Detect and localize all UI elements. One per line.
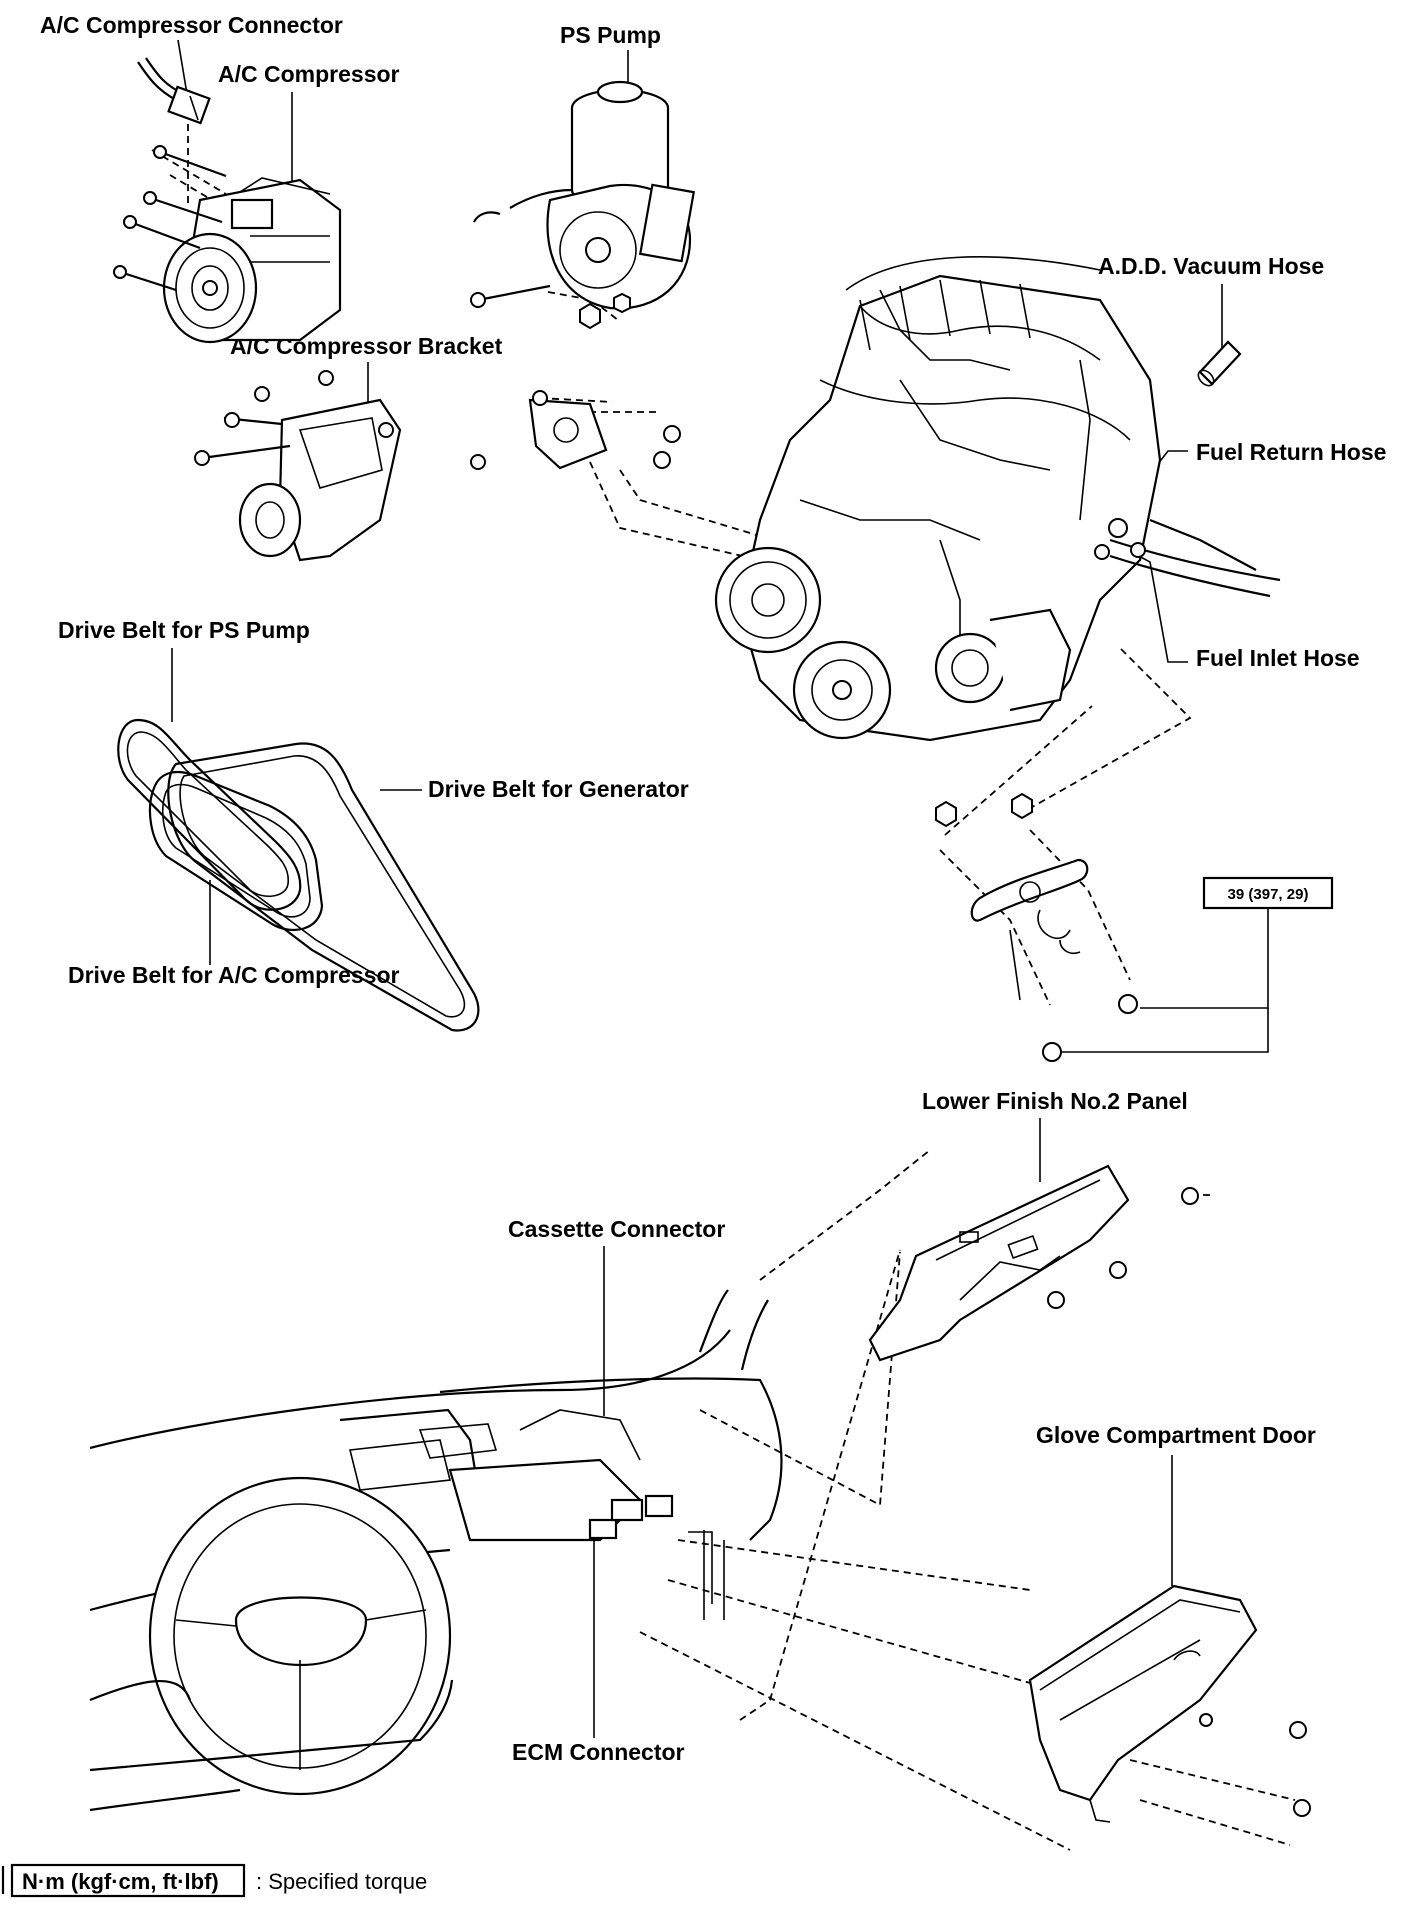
label-drive-belt-ac-compressor: Drive Belt for A/C Compressor	[68, 962, 399, 988]
legend: N·m (kgf·cm, ft·lbf) : Specified torque	[1, 1863, 427, 1898]
dashboard-drawing	[89, 1289, 783, 1812]
label-ps-pump: PS Pump	[560, 22, 661, 48]
label-drive-belt-generator: Drive Belt for Generator	[428, 776, 689, 802]
glove-compartment-door-drawing	[1028, 1584, 1311, 1823]
label-fuel-inlet-hose: Fuel Inlet Hose	[1196, 645, 1360, 671]
engine-drawing	[714, 256, 1281, 742]
label-lower-finish-panel: Lower Finish No.2 Panel	[922, 1088, 1188, 1114]
label-ac-compressor: A/C Compressor	[218, 61, 400, 87]
exhaust-gasket-drawing	[935, 792, 1138, 1062]
ac-compressor-bracket-drawing	[194, 370, 402, 562]
drive-belts-drawing	[117, 718, 480, 1032]
torque-spec-box: 39 (397, 29)	[1202, 876, 1334, 910]
legend-unit-box: N·m (kgf·cm, ft·lbf)	[22, 1869, 219, 1894]
label-cassette-connector: Cassette Connector	[508, 1216, 725, 1242]
torque-spec-value: 39 (397, 29)	[1228, 886, 1309, 903]
label-ecm-connector: ECM Connector	[512, 1739, 685, 1765]
label-glove-compartment-door: Glove Compartment Door	[1036, 1422, 1316, 1448]
label-ac-compressor-connector: A/C Compressor Connector	[40, 12, 343, 38]
generator-bracket-drawing	[470, 390, 681, 470]
label-add-vacuum-hose: A.D.D. Vacuum Hose	[1098, 253, 1324, 279]
ac-compressor-connector-drawing	[137, 57, 211, 125]
label-fuel-return-hose: Fuel Return Hose	[1196, 439, 1386, 465]
lower-finish-panel-drawing	[868, 1164, 1199, 1362]
label-drive-belt-ps-pump: Drive Belt for PS Pump	[58, 617, 310, 643]
add-vacuum-hose-drawing	[1197, 340, 1242, 387]
ac-compressor-drawing	[113, 145, 342, 344]
ps-pump-drawing	[470, 80, 696, 330]
legend-description: : Specified torque	[256, 1869, 427, 1894]
